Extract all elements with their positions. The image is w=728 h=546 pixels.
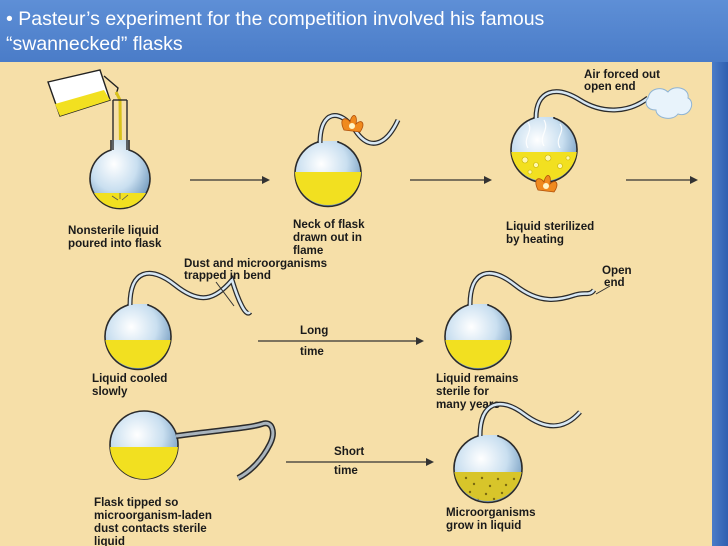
arrow-short-head	[426, 458, 434, 466]
label-sterilized: Liquid sterilized by heating	[506, 220, 597, 246]
title-line-1: • Pasteur’s experiment for the competiti…	[6, 8, 545, 30]
label-nonsterile: Nonsterile liquid poured into flask	[68, 224, 162, 250]
label-dust-trapped: Dust and microorganisms trapped in bend	[184, 257, 330, 282]
pointer-open-end	[595, 285, 611, 295]
title-line-2: “swannecked” flasks	[6, 33, 183, 55]
flask-4-cooled	[104, 270, 253, 371]
label-remains-sterile: Liquid remains sterile for many years	[436, 372, 522, 411]
air-cloud-icon	[645, 87, 693, 119]
label-short-time: Short time	[334, 445, 368, 477]
flask-6-tipped	[109, 410, 276, 481]
label-cooled: Liquid cooled slowly	[92, 372, 171, 398]
flask-5-sterile	[444, 270, 611, 371]
slide-title: • Pasteur’s experiment for the competiti…	[0, 0, 728, 62]
label-neck-drawn: Neck of flask drawn out in flame	[293, 218, 368, 257]
pointer-bend	[215, 281, 235, 307]
flask-3-heating	[510, 87, 693, 193]
flask-2-neck-drawn	[294, 113, 401, 208]
right-accent-bar	[712, 62, 728, 546]
arrow-2-head	[484, 176, 492, 184]
flame-icon	[341, 115, 364, 133]
label-growth: Microorganisms grow in liquid	[446, 506, 539, 532]
arrow-long-head	[416, 337, 424, 345]
flame-icon	[535, 175, 558, 193]
label-air-forced: Air forced out open end	[584, 68, 663, 93]
arrow-1-head	[262, 176, 270, 184]
label-tipped: Flask tipped so microorganism-laden dust…	[94, 496, 215, 546]
arrow-3-head	[690, 176, 698, 184]
label-open-end: Open end	[602, 264, 635, 289]
flask-7-growth	[453, 401, 582, 504]
flask-1-pouring	[47, 69, 151, 210]
label-long-time: Long time	[300, 324, 332, 358]
